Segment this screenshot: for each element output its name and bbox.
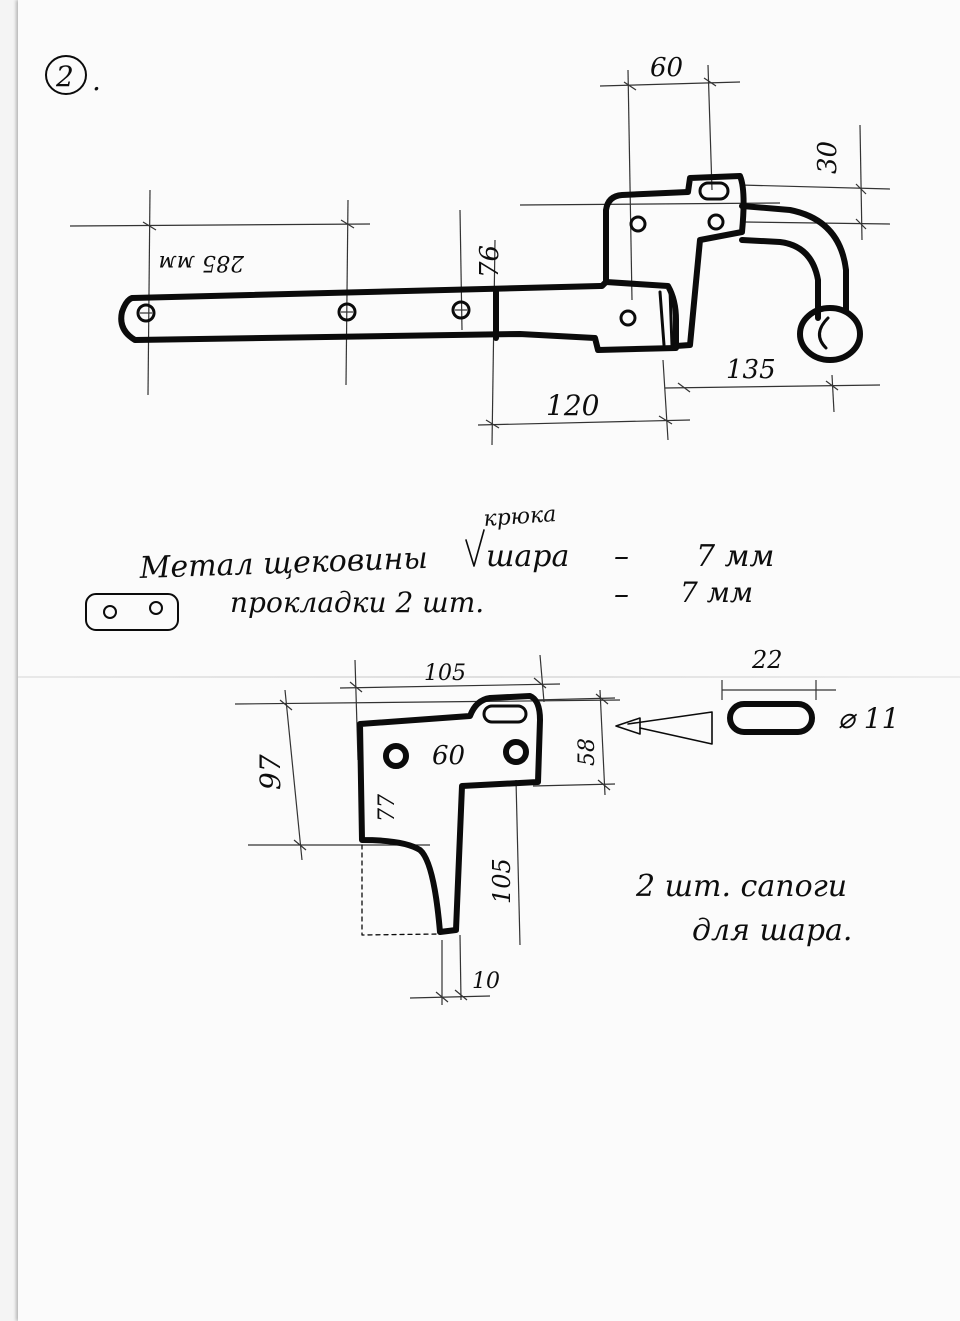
page-number-text: 2 xyxy=(55,60,74,93)
paper-fold xyxy=(18,676,960,678)
dim-length-label: 285 мм xyxy=(159,250,245,275)
hitch-bar-drawing xyxy=(69,64,891,446)
dim-height-label: 76 xyxy=(475,245,505,278)
dim-bottom-left-label: 120 xyxy=(546,389,599,422)
slot-length-label: 22 xyxy=(751,646,783,674)
note-line2-dash: – xyxy=(614,577,629,612)
dim-top-height-label: 30 xyxy=(813,141,843,174)
dim-height-left-label: 97 xyxy=(254,754,287,790)
boot-plate-dimensions: 105 97 60 58 77 105 10 22 ⌀ 11 xyxy=(254,646,899,994)
paper xyxy=(18,0,960,1321)
dim-bottom-right-label: 135 xyxy=(726,355,776,385)
note-line1-insert: крюка xyxy=(483,502,557,532)
page-number: 2 . xyxy=(45,55,101,97)
dim-right-height-label: 58 xyxy=(575,738,600,766)
note-line2-text: прокладки 2 шт. xyxy=(230,586,484,619)
side-note-line2: для шара. xyxy=(692,913,852,948)
dim-leg-width-label: 10 xyxy=(472,969,500,994)
note-line1-dash: – xyxy=(614,539,629,574)
side-note: 2 шт. сапоги для шара. xyxy=(635,869,852,948)
dim-inner-height-label: 77 xyxy=(375,794,400,822)
hitch-bar-dimensions: 285 мм 76 60 30 120 135 xyxy=(159,53,843,422)
slot-diameter-label: ⌀ 11 xyxy=(838,702,899,735)
dim-hole-spacing-label: 60 xyxy=(432,741,465,771)
side-note-line1: 2 шт. сапоги xyxy=(635,869,847,904)
note-line1-prefix: Метал щековины xyxy=(138,541,428,586)
note-line1-value: 7 мм xyxy=(696,539,774,574)
material-notes: Метал щековины крюка шара – 7 мм проклад… xyxy=(85,502,774,631)
dim-leg-height-label: 105 xyxy=(488,858,516,904)
dim-width-label: 105 xyxy=(424,661,466,686)
boot-plate-drawing xyxy=(234,654,836,1005)
page-number-dot: . xyxy=(92,64,101,97)
dim-top-width-label: 60 xyxy=(650,53,683,83)
note-line2-value: 7 мм xyxy=(680,576,753,609)
note-line1-word: шара xyxy=(486,539,569,574)
